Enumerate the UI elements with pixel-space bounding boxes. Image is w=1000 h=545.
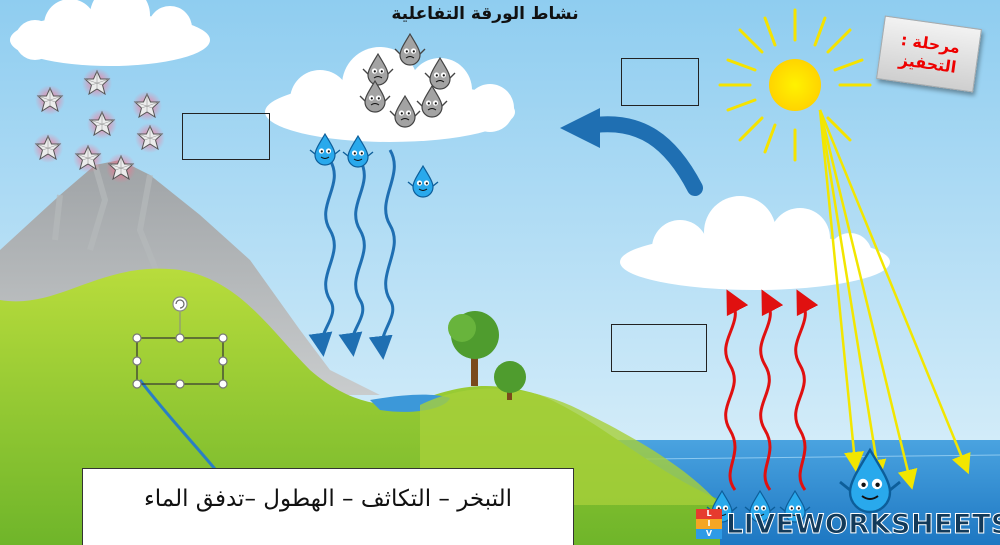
answer-box-precipitation[interactable] bbox=[182, 113, 270, 160]
answer-box-condensation[interactable] bbox=[621, 58, 699, 106]
cloud-top-left bbox=[10, 0, 210, 66]
sun bbox=[718, 8, 872, 162]
cloud-right bbox=[620, 196, 890, 290]
liveworksheets-logo-icon: L I V bbox=[696, 509, 722, 539]
selected-text-box[interactable] bbox=[132, 296, 228, 389]
tree bbox=[448, 311, 499, 386]
precipitation-arrows bbox=[308, 149, 396, 360]
worksheet-title: نشاط الورقة التفاعلية bbox=[391, 4, 579, 24]
rotate-handle-icon[interactable] bbox=[172, 296, 188, 312]
liveworksheets-watermark: L I V LIVEWORKSHEETS bbox=[696, 507, 1000, 541]
tree-small bbox=[494, 361, 526, 400]
watermark-text: LIVEWORKSHEETS bbox=[726, 508, 1000, 540]
word-bank: التبخر – التكاثف – الهطول –تدفق الماء bbox=[82, 468, 574, 545]
stage-badge: مرحلة : التحفيز bbox=[876, 15, 982, 93]
sunbeams bbox=[818, 109, 971, 490]
answer-box-evaporation[interactable] bbox=[611, 324, 707, 372]
evaporation-arrows bbox=[724, 289, 819, 491]
arrow-head bbox=[560, 108, 600, 148]
